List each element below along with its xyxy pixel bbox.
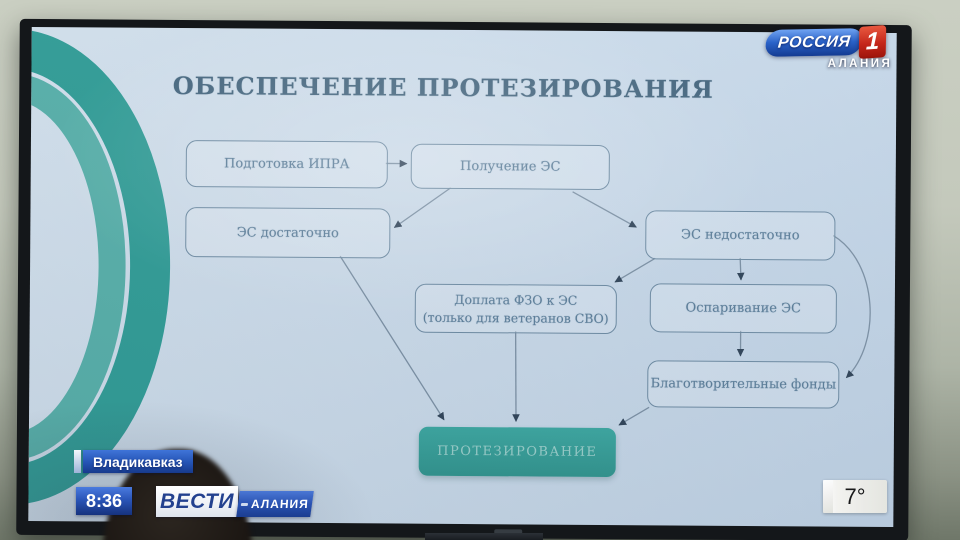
channel-logo-number: 1 — [858, 24, 887, 60]
location-label: Владикавказ — [93, 453, 183, 470]
tv-frame: ОБЕСПЕЧЕНИЕ ПРОТЕЗИРОВАНИЯ — [16, 18, 912, 540]
channel-name: РОССИЯ — [776, 32, 852, 52]
node-label-line1: Доплата ФЗО к ЭС — [454, 291, 578, 308]
node-poluchenie-es: Получение ЭС — [410, 143, 610, 191]
slide-decoration-ring — [28, 28, 171, 505]
node-osparivanie-es: Оспаривание ЭС — [649, 283, 837, 334]
node-label: Благотворительные фонды — [650, 376, 837, 393]
channel-logo-swoosh: РОССИЯ — [763, 28, 865, 57]
node-podgotovka-ipra: Подготовка ИПРА — [185, 140, 388, 189]
node-label: ЭС недостаточно — [680, 227, 800, 244]
node-label: ЭС достаточно — [236, 224, 339, 241]
channel-region-label: АЛАНИЯ — [827, 58, 893, 70]
node-es-dostatochno: ЭС достаточно — [185, 207, 391, 259]
node-blagotvoritelnye-fondy: Благотворительные фонды — [647, 360, 840, 409]
node-label: Подготовка ИПРА — [224, 156, 350, 173]
tv-stand — [425, 533, 543, 540]
node-protezirovanie: ПРОТЕЗИРОВАНИЕ — [418, 426, 616, 478]
program-region-dash — [240, 502, 249, 506]
location-badge-box: Владикавказ — [83, 450, 193, 473]
node-label: Получение ЭС — [460, 158, 561, 175]
node-doplata-fzo: Доплата ФЗО к ЭС (только для ветеранов С… — [414, 283, 617, 335]
temperature-badge: 7° — [823, 480, 887, 513]
node-label-line2: (только для ветеранов СВО) — [422, 309, 609, 326]
tv-screen: ОБЕСПЕЧЕНИЕ ПРОТЕЗИРОВАНИЯ — [28, 26, 897, 528]
node-es-nedostatochno: ЭС недостаточно — [645, 210, 836, 261]
location-badge: Владикавказ — [74, 450, 193, 473]
program-region-badge: АЛАНИЯ — [236, 491, 314, 517]
program-logo: ВЕСТИ — [156, 486, 238, 517]
clock-badge: 8:36 — [76, 487, 132, 515]
location-badge-accent — [74, 450, 81, 473]
program-region-label: АЛАНИЯ — [250, 497, 310, 511]
node-label: Оспаривание ЭС — [685, 300, 802, 317]
program-name: ВЕСТИ — [160, 489, 234, 513]
channel-logo: РОССИЯ 1 АЛАНИЯ — [758, 18, 928, 76]
node-label: ПРОТЕЗИРОВАНИЕ — [437, 443, 598, 460]
flow-connectors — [339, 159, 871, 426]
